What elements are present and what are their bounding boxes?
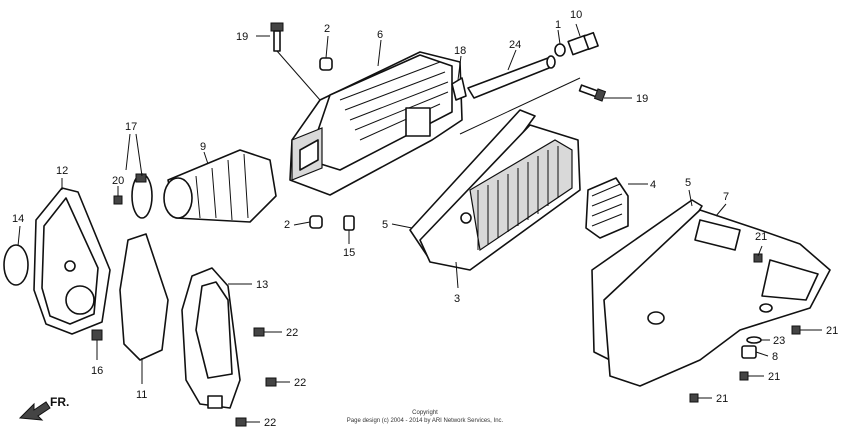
direction-label: FR. <box>50 395 69 409</box>
part-19-screw-top <box>270 22 284 52</box>
part-2-grommet-mid <box>309 215 323 229</box>
part-22-screw-c <box>235 417 247 427</box>
callout-labels: 19 2 6 18 24 1 10 19 17 9 20 12 14 2 15 … <box>12 9 838 429</box>
callout-12: 12 <box>56 165 68 177</box>
copyright-line-1: Copyright <box>412 410 438 416</box>
callout-23: 23 <box>773 335 785 347</box>
part-23-ring <box>746 336 762 344</box>
callout-11: 11 <box>136 389 147 401</box>
part-19-screw-right <box>578 84 607 102</box>
part-20-screw <box>113 195 123 205</box>
part-7-case-lower <box>603 209 831 387</box>
callout-6: 6 <box>377 29 383 41</box>
callout-13: 13 <box>256 279 268 291</box>
callout-22-a: 22 <box>286 327 298 339</box>
callout-7: 7 <box>723 191 729 203</box>
callout-19-top: 19 <box>236 31 248 43</box>
callout-21-d: 21 <box>716 393 728 405</box>
callout-18: 18 <box>454 45 466 57</box>
part-11-plate <box>119 233 169 361</box>
callout-15: 15 <box>343 247 355 259</box>
callout-20: 20 <box>112 175 124 187</box>
front-direction-arrow: FR. <box>18 395 69 421</box>
callout-17: 17 <box>125 121 137 133</box>
callout-21-b: 21 <box>826 325 838 337</box>
part-18-clip <box>451 77 467 101</box>
copyright-notice: Copyright Page design (c) 2004 - 2014 by… <box>347 410 504 424</box>
part-21-screw-d <box>689 393 699 403</box>
part-22-screw-b <box>265 377 277 387</box>
callout-16: 16 <box>91 365 103 377</box>
callout-14: 14 <box>12 213 24 225</box>
callout-2-mid: 2 <box>284 219 290 231</box>
copyright-line-2: Page design (c) 2004 - 2014 by ARI Netwo… <box>347 418 504 424</box>
callout-5-lower: 5 <box>685 177 691 189</box>
part-16-bolt <box>91 329 103 341</box>
callout-5-center: 5 <box>382 219 388 231</box>
part-13-side-housing <box>181 267 241 409</box>
part-21-screw-b <box>791 325 801 335</box>
part-21-screw-c <box>739 371 749 381</box>
part-3-filter-element <box>419 124 581 271</box>
callout-4: 4 <box>650 179 656 191</box>
part-24-hose <box>467 55 556 99</box>
callout-19-right: 19 <box>636 93 648 105</box>
part-22-screw-a <box>253 327 265 337</box>
callout-22-b: 22 <box>294 377 306 389</box>
leader-lines <box>17 23 822 423</box>
callout-8: 8 <box>772 351 778 363</box>
part-8-plug <box>741 345 757 359</box>
part-2-grommet-top <box>319 57 333 71</box>
callout-24: 24 <box>509 39 521 51</box>
callout-2-top: 2 <box>324 23 330 35</box>
part-14-oring-large <box>3 244 29 286</box>
callout-1: 1 <box>555 19 561 31</box>
callout-9: 9 <box>200 141 206 153</box>
part-21-screw-a <box>753 253 763 263</box>
callout-22-c: 22 <box>264 417 276 429</box>
part-15-collar <box>343 215 355 231</box>
callout-21-c: 21 <box>768 371 780 383</box>
part-6-case-upper <box>289 51 463 196</box>
part-17-clamp <box>131 173 153 219</box>
callout-21-a: 21 <box>755 231 767 243</box>
part-4-cover-block <box>585 177 629 239</box>
part-1-oring <box>554 43 566 57</box>
part-10-plug <box>567 31 599 56</box>
callout-10: 10 <box>570 9 582 21</box>
part-9-intake-tube <box>163 149 277 223</box>
callout-3: 3 <box>454 293 460 305</box>
part-12-housing <box>33 187 111 335</box>
